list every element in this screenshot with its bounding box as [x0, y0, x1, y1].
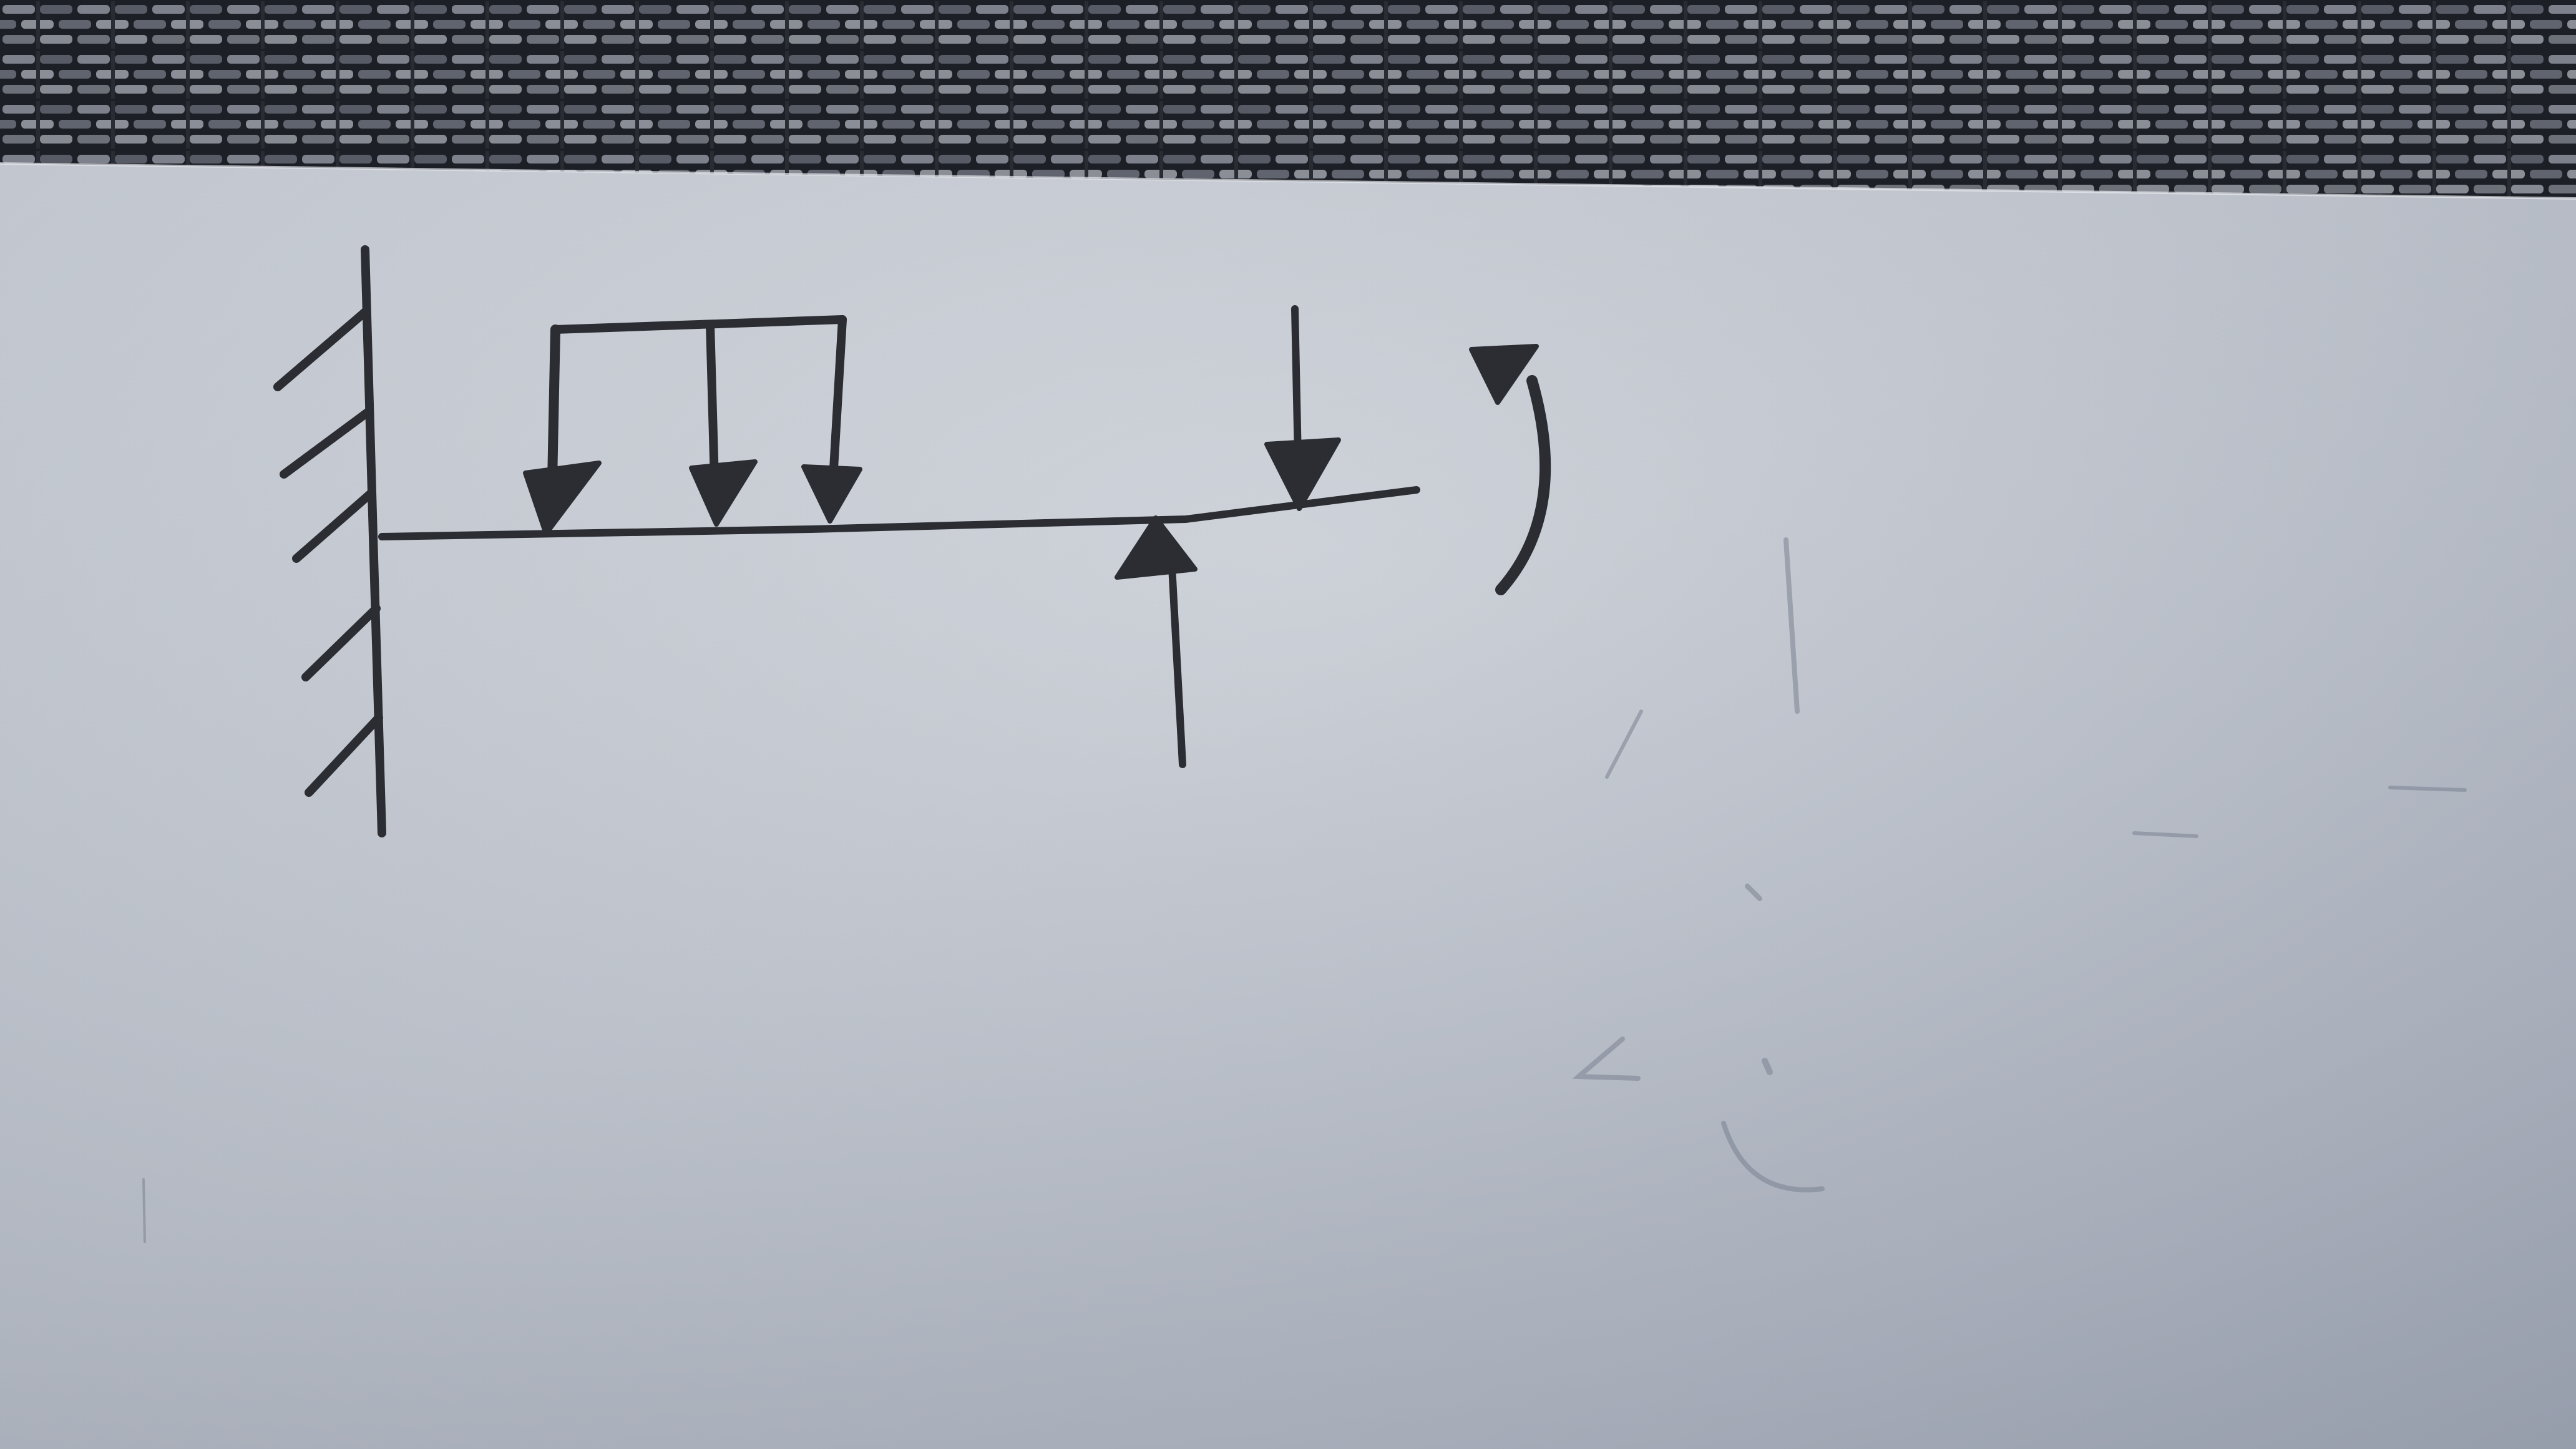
- paper-sheet: [0, 162, 2576, 1449]
- distributed-load: [523, 315, 862, 536]
- applied-moment: [1469, 344, 1551, 595]
- bleed-through-marks: [142, 537, 2467, 1243]
- support-reaction: [1115, 515, 1198, 768]
- point-load: [1264, 305, 1341, 511]
- beam-diagram: [273, 245, 1551, 837]
- fixed-wall: [273, 245, 386, 837]
